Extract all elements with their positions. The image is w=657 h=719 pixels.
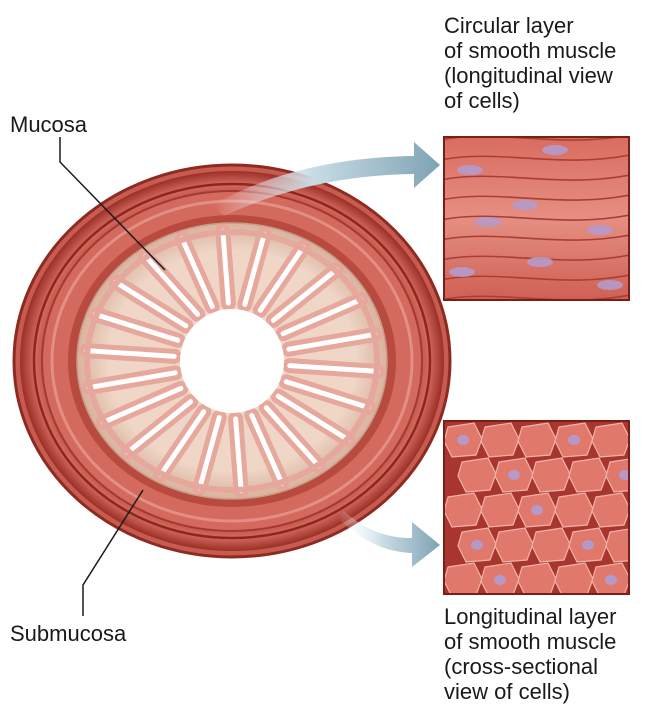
cell-nucleus [527,257,553,267]
lumen [180,309,284,413]
mucosa-label: Mucosa [10,112,87,137]
circular-label-line: of smooth muscle [444,38,616,63]
circular-layer-label: Circular layer of smooth muscle (longitu… [444,13,616,113]
longitudinal-label-line: Longitudinal layer [444,604,616,629]
muscle-cell [592,423,630,457]
circular-label-line: (longitudinal view [444,63,616,88]
cell-nucleus [508,470,520,480]
longitudinal-layer-inset [444,421,644,597]
cell-nucleus [475,217,501,227]
gut-cross-section [14,165,450,557]
cell-nucleus [494,575,506,585]
muscle-cell [532,458,570,492]
cell-nucleus [471,540,483,550]
longitudinal-label-line: (cross-sectional [444,654,616,679]
cell-nucleus [605,575,617,585]
muscle-cell [606,528,644,562]
cell-nucleus [542,145,568,155]
arrow-to-longitudinal-inset [338,511,440,567]
cell-nucleus [568,435,580,445]
cell-nucleus [457,165,483,175]
muscle-cell [481,493,519,527]
cell-nucleus [597,280,623,290]
muscle-cell [444,493,482,527]
submucosa-label: Submucosa [10,621,126,646]
muscle-cell [495,528,533,562]
muscle-cell [518,423,556,457]
muscle-cell [592,493,630,527]
cell-nucleus [512,200,538,210]
muscle-cell [518,563,556,597]
muscle-cell [555,493,593,527]
cell-nucleus [531,505,543,515]
muscle-cell [444,563,482,597]
cell-nucleus [457,435,469,445]
muscle-cell [532,528,570,562]
muscle-cell [458,458,496,492]
cell-nucleus [582,540,594,550]
circular-label-line: of cells) [444,88,616,113]
cell-nucleus [449,267,475,277]
longitudinal-label-line: of smooth muscle [444,629,616,654]
longitudinal-label-line: view of cells) [444,679,616,704]
muscle-cell [481,423,519,457]
muscle-cell [569,458,607,492]
circular-label-line: Circular layer [444,13,616,38]
cell-nucleus [587,225,613,235]
longitudinal-layer-label: Longitudinal layer of smooth muscle (cro… [444,604,616,704]
circular-layer-inset [440,134,635,300]
muscle-cell [555,563,593,597]
